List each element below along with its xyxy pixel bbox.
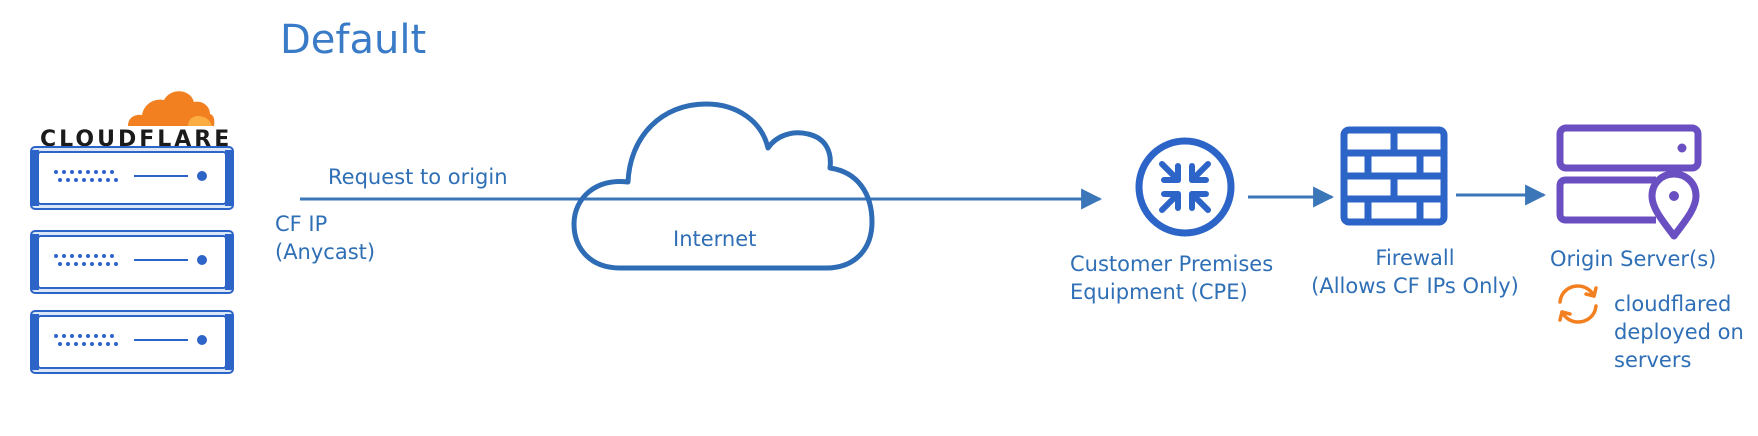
sync-icon [1558, 284, 1598, 324]
cf-ip-anycast-label: (Anycast) [275, 240, 376, 264]
cpe-label-line2: Equipment (CPE) [1070, 280, 1248, 304]
firewall-label-detail: (Allows CF IPs Only) [1311, 274, 1519, 298]
internet-label: Internet [673, 227, 757, 251]
internet-cloud-icon [571, 101, 875, 271]
cloudflared-note-line2: deployed on [1614, 320, 1744, 344]
server-rack-icon [30, 310, 234, 374]
cpe-label-line1: Customer Premises [1070, 252, 1274, 276]
firewall-label: Firewall [1375, 246, 1455, 270]
server-rack-icon [30, 230, 234, 294]
request-label: Request to origin [328, 165, 508, 189]
diagram-title: Default [280, 17, 427, 63]
origin-server-location-icon [1556, 124, 1702, 240]
origin-label: Origin Server(s) [1550, 247, 1717, 271]
router-icon [1135, 137, 1235, 237]
server-rack-icon [30, 146, 234, 210]
cloudflared-note-line3: servers [1614, 348, 1692, 372]
firewall-icon [1340, 126, 1448, 226]
cloudflare-cloud-icon [128, 91, 215, 126]
cloudflared-note-line1: cloudflared [1614, 292, 1732, 316]
cf-ip-label: CF IP [275, 212, 328, 236]
